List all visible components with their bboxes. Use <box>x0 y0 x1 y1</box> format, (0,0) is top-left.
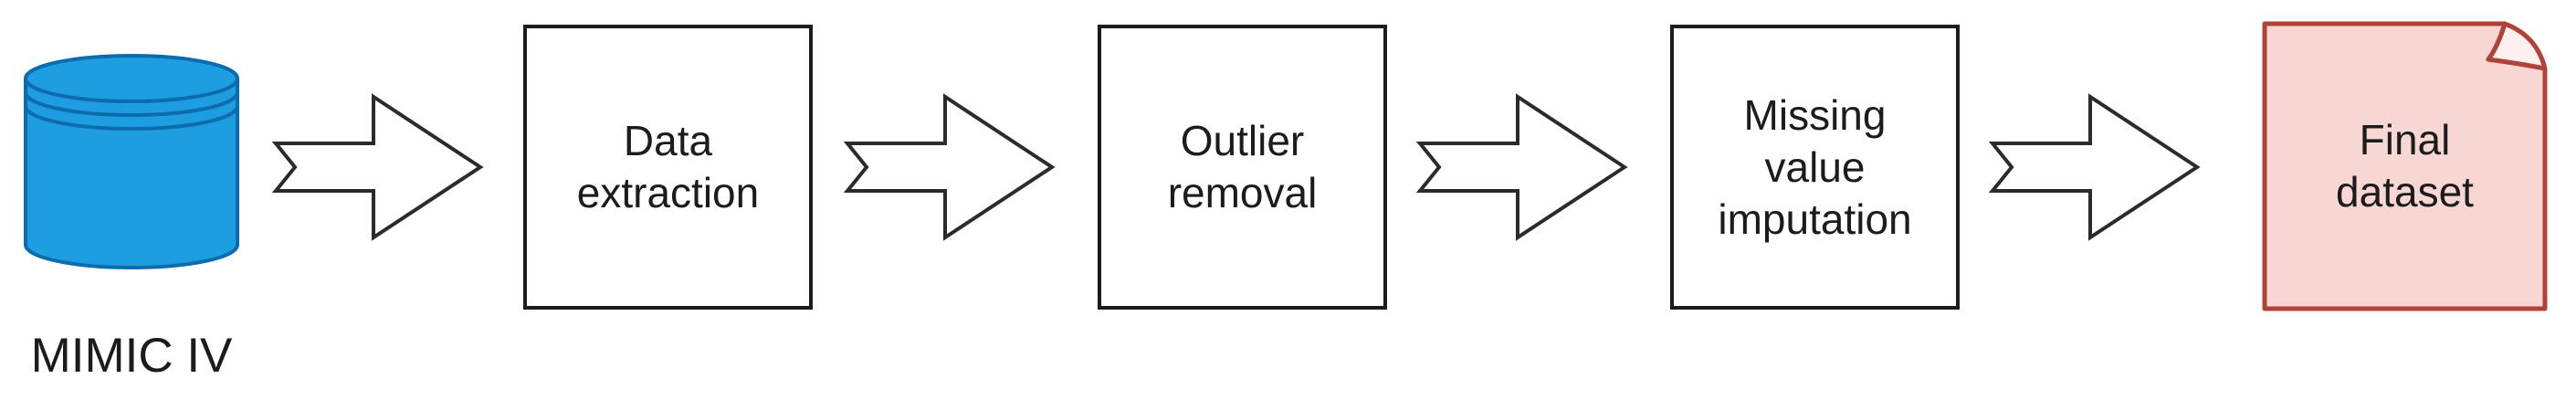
document-note-icon <box>2262 21 2548 311</box>
step-missing-value-imputation: Missing value imputation <box>1670 25 1960 310</box>
flow-arrow-icon <box>843 93 1056 241</box>
step-outlier-removal: Outlier removal <box>1098 25 1387 310</box>
final-dataset-label: Final dataset <box>2262 21 2548 311</box>
step-label-line: Outlier <box>1180 117 1305 164</box>
step-label-line: extraction <box>576 169 760 216</box>
final-dataset-node: Final dataset <box>2262 21 2548 311</box>
step-label-line: Final <box>2359 116 2451 163</box>
flow-arrow-icon <box>271 93 484 241</box>
step-label-line: dataset <box>2336 168 2474 216</box>
step-label-line: Missing <box>1743 90 1887 139</box>
step-label-line: Data <box>623 117 713 164</box>
database-label: MIMIC IV <box>30 329 233 383</box>
flow-arrow-icon <box>1415 93 1628 241</box>
step-label-line: removal <box>1167 169 1318 216</box>
database-icon <box>24 54 239 269</box>
step-label-line: imputation <box>1718 195 1912 243</box>
flow-arrow-icon <box>1988 93 2201 241</box>
step-label-line: value <box>1764 142 1866 191</box>
step-data-extraction: Data extraction <box>523 25 813 310</box>
